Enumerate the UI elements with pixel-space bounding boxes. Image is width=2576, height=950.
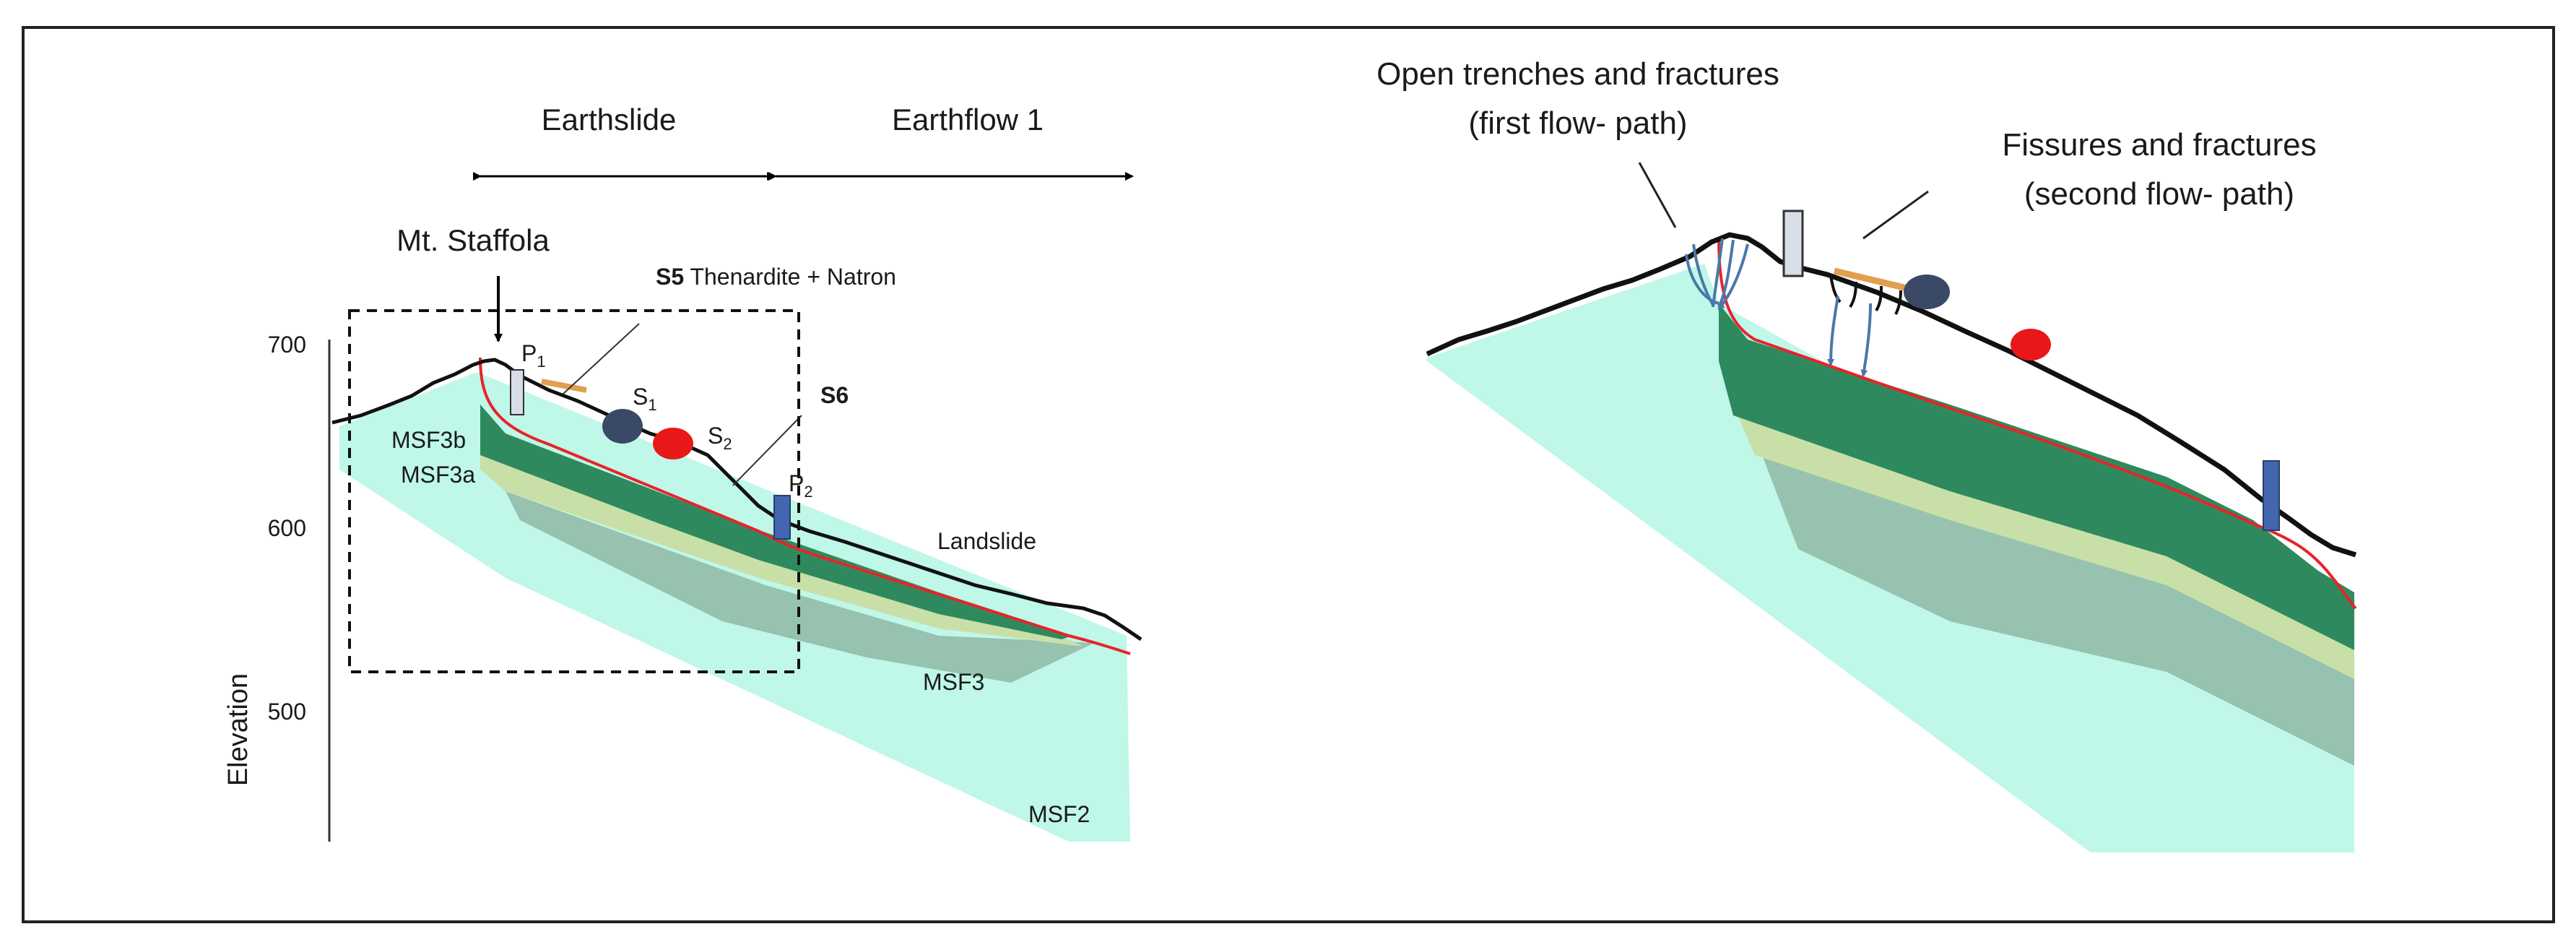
piezometer-p2-left [773,495,791,540]
msf3-unit-zoomed [1762,455,2354,766]
p1-label: P1 [521,340,546,371]
first-flow-path-fissure [1712,238,1724,308]
piezometer-p2-zoomed [2263,460,2280,531]
s1-label: S1 [633,384,657,414]
sample-s1-zoomed [1904,275,1950,309]
fissures-label-line2: (second flow- path) [2024,176,2294,212]
second-flow-path-fracture [1875,285,1883,312]
piezometer-p1-left [510,369,524,415]
first-flow-path-fissure [1692,243,1714,306]
zoom-extent-box [348,309,800,673]
slip-surface-zoomed [1717,238,2357,610]
p1-sub: 1 [537,353,545,371]
landslide-label: Landslide [937,528,1036,554]
s6-label: S6 [820,382,849,408]
p2-sub: 2 [804,483,812,501]
s1-main: S [633,384,648,410]
fissures-label-line1: Fissures and fractures [2002,127,2316,163]
tick-label-700: 700 [268,332,306,358]
earthflow-label: Earthflow 1 [892,103,1044,137]
open-trenches-label-line1: Open trenches and fractures [1376,56,1779,92]
open-trenches-label-line2: (first flow- path) [1468,105,1687,141]
msf3-unit [506,491,1094,683]
piezometer-p1-zoomed [1782,210,1804,277]
second-flow-path-fracture [1894,290,1902,315]
second-flow-path-fracture [1829,275,1842,303]
tick-label-500: 500 [268,699,306,725]
peak-label: Mt. Staffola [396,223,550,257]
sample-s2-left [653,428,693,459]
s5-id: S5 [656,264,684,290]
second-flow-path-fracture [1849,281,1857,308]
right-zoomed-section: Open trenches and fractures (first flow-… [1376,56,2357,852]
s2-main: S [708,423,723,449]
msf3b-label: MSF3b [391,427,466,453]
s5-description: Thenardite + Natron [684,264,896,290]
sample-s2-zoomed [2011,329,2051,360]
second-flow-path-arrow [1860,303,1872,377]
elevation-axis-title: Elevation [223,673,253,786]
msf3a-label: MSF3a [401,462,475,488]
s5-leader-line [563,323,640,394]
p1-main: P [521,340,537,366]
p2-label: P2 [789,470,813,501]
tick-label-600: 600 [268,515,306,541]
figure-border [22,26,2555,923]
s5-label: S5 Thenardite + Natron [656,264,896,290]
salt-crust-left [541,379,587,393]
msf3-label: MSF3 [923,669,984,695]
sample-s1-left [602,409,643,444]
msf2-label: MSF2 [1028,801,1090,827]
p2-main: P [789,470,804,496]
msf3b-unit-zoomed [1719,303,2354,650]
first-flow-path-fissure [1717,239,1735,308]
left-cross-section: Earthslide Earthflow 1 Mt. Staffola S5 T… [223,103,1142,842]
topographic-profile-left [331,358,1142,642]
s1-sub: 1 [648,396,656,414]
msf3a-unit-zoomed [1733,405,2354,679]
s2-sub: 2 [723,435,732,453]
earthslide-label: Earthslide [542,103,677,137]
fissures-leader-line [1862,190,1929,240]
s2-label: S2 [708,423,732,453]
salt-crust-zoomed [1833,267,1912,293]
slip-surface-left [479,357,1131,655]
second-flow-path-arrow [1827,295,1839,366]
open-trenches-leader-line [1638,162,1677,228]
s6-leader-line [732,415,802,486]
first-flow-path-fissure [1717,243,1749,311]
